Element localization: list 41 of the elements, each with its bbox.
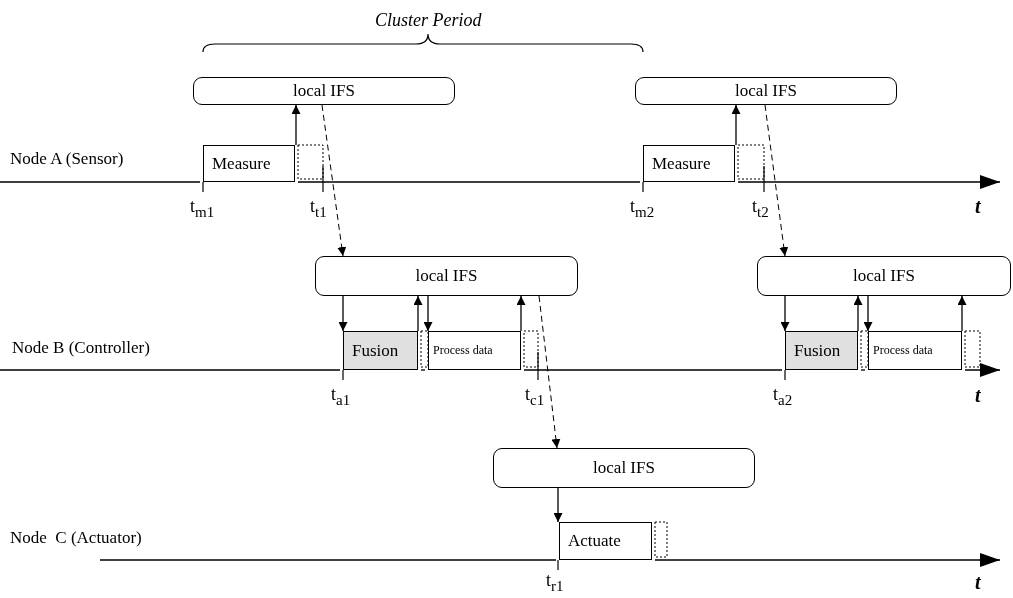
local-ifs-box: local IFS	[193, 77, 455, 105]
task-box: Process data	[428, 331, 521, 370]
time-label: t$_{m2}$	[630, 196, 655, 221]
fusion-task-box: Fusion	[343, 331, 418, 370]
dashed-arrow	[321, 104, 347, 257]
time-label: t$_{a2}$	[773, 384, 793, 409]
task-box: Actuate	[559, 522, 652, 560]
local-ifs-box: local IFS	[757, 256, 1011, 296]
time-label: t$_{m1}$	[190, 196, 215, 221]
axis-label: t	[975, 571, 981, 594]
axis-label: t	[975, 384, 981, 407]
arrow	[853, 295, 863, 332]
task-box: Measure	[203, 145, 295, 182]
time-label: t$_{a1}$	[331, 384, 351, 409]
time-label: t$_{r1}$	[546, 570, 564, 595]
arrow	[413, 295, 423, 332]
axis-label: t	[975, 195, 981, 218]
local-ifs-box: local IFS	[315, 256, 578, 296]
time-label: t$_{t2}$	[752, 196, 769, 221]
arrow	[780, 295, 790, 332]
row-label: Node B (Controller)	[12, 338, 150, 358]
arrow	[338, 295, 348, 332]
local-ifs-box: local IFS	[493, 448, 755, 488]
arrow	[731, 104, 741, 146]
arrow	[553, 487, 563, 523]
dashed-arrow	[538, 295, 561, 449]
task-box: Measure	[643, 145, 735, 182]
time-label: t$_{c1}$	[525, 384, 545, 409]
row-label: Node A (Sensor)	[10, 149, 124, 169]
arrow	[423, 295, 433, 332]
fusion-task-box: Fusion	[785, 331, 858, 370]
arrow	[863, 295, 873, 332]
dashed-arrow	[764, 104, 789, 257]
local-ifs-box: local IFS	[635, 77, 897, 105]
arrow	[516, 295, 526, 332]
task-box: Process data	[868, 331, 962, 370]
arrow	[291, 104, 301, 146]
cluster-period-label: Cluster Period	[375, 10, 482, 31]
row-label: Node C (Actuator)	[10, 528, 142, 548]
arrow	[957, 295, 967, 332]
time-label: t$_{t1}$	[310, 196, 327, 221]
